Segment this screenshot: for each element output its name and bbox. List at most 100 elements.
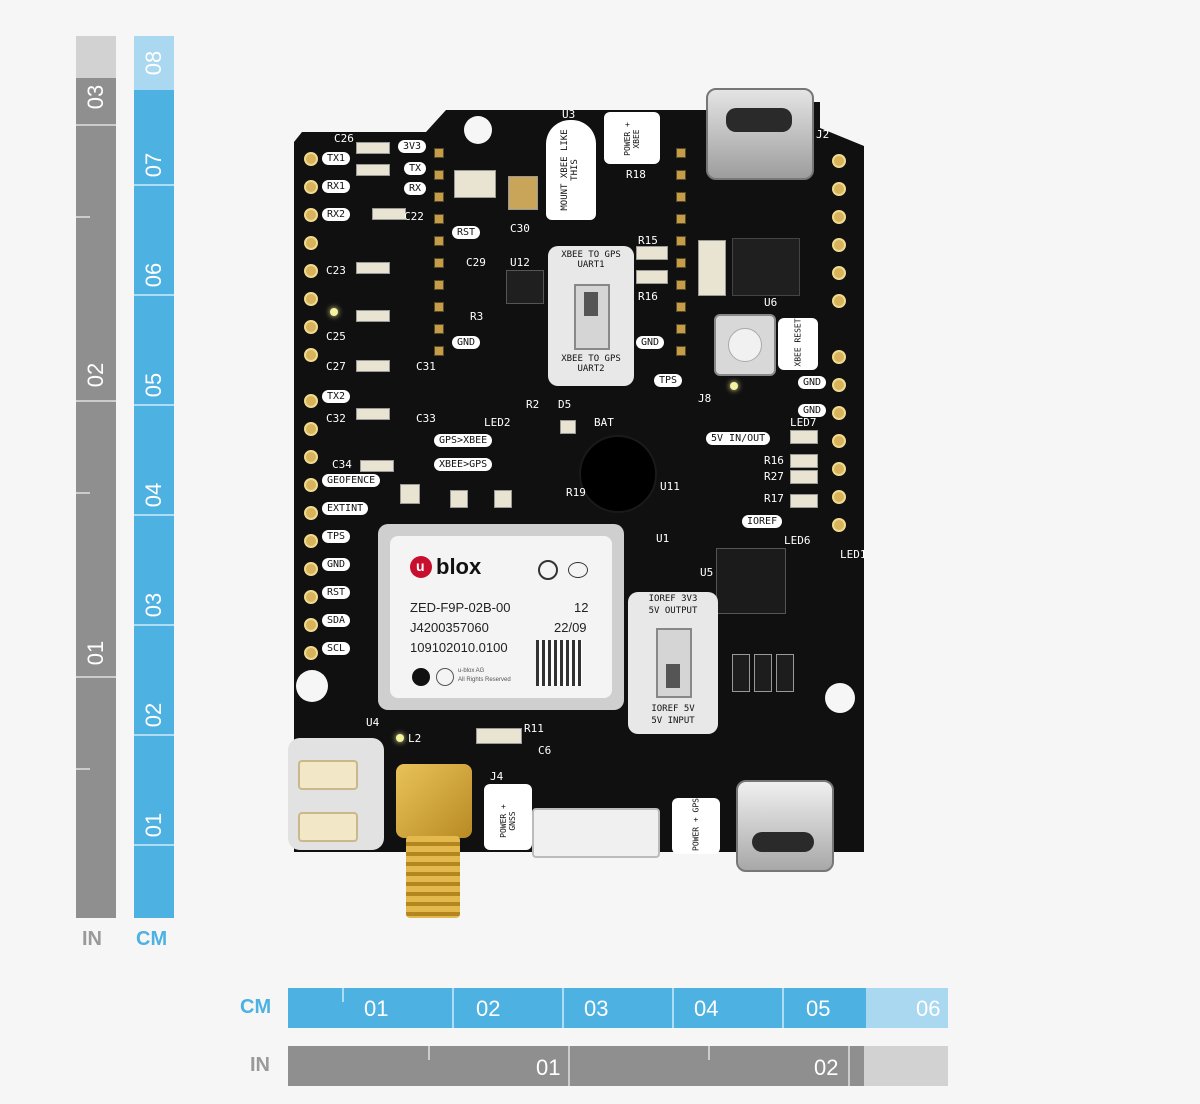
designator-led2: LED2: [484, 416, 511, 429]
designator-u3: U3: [562, 108, 576, 121]
in-label-02: 02: [83, 362, 108, 388]
designator-c23: C23: [326, 264, 346, 277]
designator-r18: R18: [626, 168, 646, 181]
cm-label-01: 01: [141, 812, 166, 838]
designator-u4: U4: [366, 716, 380, 729]
designator-j8: J8: [698, 392, 712, 405]
datamatrix-icon: [536, 640, 582, 686]
xbee-reset-button[interactable]: [714, 314, 776, 376]
cm-label-05: 05: [141, 372, 166, 398]
designator-r27: R27: [764, 470, 784, 483]
label-gnd-xbee-2: GND: [636, 336, 665, 349]
sma-connector-barrel[interactable]: [406, 836, 460, 918]
power-gnss-note: POWER + GNSS: [484, 784, 532, 850]
xbee-reset-label: XBEE RESET: [778, 318, 818, 370]
label-rst-xbee: RST: [452, 226, 481, 239]
qwiic-connector-2[interactable]: [298, 812, 358, 842]
designator-r16: R16: [638, 290, 658, 303]
status-led-3: [396, 734, 404, 742]
ublox-brand: blox: [436, 554, 482, 579]
uart-select-switch[interactable]: [574, 284, 610, 350]
designator-c32: C32: [326, 412, 346, 425]
designator-r15: R15: [638, 234, 658, 247]
sma-connector-base[interactable]: [396, 764, 472, 838]
designator-bat: BAT: [594, 416, 614, 429]
status-led-1: [330, 308, 338, 316]
designator-j4: J4: [490, 770, 504, 783]
designator-r11: R11: [524, 722, 544, 735]
qwiic-connector-1[interactable]: [298, 760, 358, 790]
designator-j2: J2: [816, 128, 830, 141]
designator-c6: C6: [538, 744, 552, 757]
usb-c-connector-bottom[interactable]: [736, 780, 834, 872]
label-gnd-xbee: GND: [452, 336, 481, 349]
hcm-label-04: 04: [694, 996, 719, 1021]
designator-u11: U11: [660, 480, 680, 493]
designator-r17: R17: [764, 492, 784, 505]
label-tx1: TX1: [322, 152, 351, 165]
label-extint: EXTINT: [322, 502, 369, 515]
hcm-label-02: 02: [476, 996, 501, 1021]
label-rx1: RX1: [322, 180, 351, 193]
designator-c30: C30: [510, 222, 530, 235]
uart-switch-area: XBEE TO GPS UART1 XBEE TO GPS UART2: [548, 246, 634, 386]
usb-c-connector-top[interactable]: [706, 88, 814, 180]
horizontal-cm-unit: CM: [240, 996, 272, 1018]
label-gnd-right-1: GND: [798, 376, 827, 389]
hcm-label-06: 06: [916, 996, 941, 1021]
ce-mark-icon: [538, 560, 558, 580]
horizontal-inch-unit: IN: [250, 1054, 270, 1076]
ioref-switch-area: IOREF 3V3 5V OUTPUT IOREF 5V 5V INPUT: [628, 592, 718, 734]
mount-xbee-note: MOUNT XBEE LIKE THIS: [546, 120, 596, 220]
designator-r16-right: R16: [764, 454, 784, 467]
hin-label-01: 01: [536, 1055, 561, 1080]
cm-label-08: 08: [141, 50, 166, 76]
in-label-01: 01: [83, 640, 108, 666]
hcm-label-03: 03: [584, 996, 609, 1021]
module-model: ZED-F9P-02B-00: [410, 600, 511, 615]
label-gps-xbee: GPS>XBEE: [434, 434, 493, 447]
designator-c31: C31: [416, 360, 436, 373]
label-5v-in-out: 5V IN/OUT: [706, 432, 771, 445]
in-label-03: 03: [83, 84, 108, 110]
cm-label-02: 02: [141, 702, 166, 728]
designator-u12: U12: [510, 256, 530, 269]
designator-r2: R2: [526, 398, 540, 411]
module-serial: J4200357060: [410, 620, 489, 635]
designator-d5: D5: [558, 398, 572, 411]
designator-led6: LED6: [784, 534, 811, 547]
label-scl: SCL: [322, 642, 351, 655]
label-rst: RST: [322, 586, 351, 599]
designator-u5: U5: [700, 566, 714, 579]
module-model-suffix: 12: [574, 600, 589, 615]
label-tx2: TX2: [322, 390, 351, 403]
label-gnd-right-2: GND: [798, 404, 827, 417]
module-footer-1: u-blox AG: [458, 668, 485, 674]
ioref-select-switch[interactable]: [656, 628, 692, 698]
designator-c27: C27: [326, 360, 346, 373]
label-ioref: IOREF: [742, 515, 783, 528]
ic-u6: [732, 238, 800, 296]
designator-c22: C22: [404, 210, 424, 223]
label-tx: TX: [404, 162, 427, 175]
horizontal-cm-ruler: 01 02 03 04 05 06: [288, 988, 948, 1028]
designator-c33: C33: [416, 412, 436, 425]
jst-connector[interactable]: [532, 808, 660, 858]
label-rx2: RX2: [322, 208, 351, 221]
cm-label-03: 03: [141, 592, 166, 618]
designator-c25: C25: [326, 330, 346, 343]
designator-led7: LED7: [790, 416, 817, 429]
designator-c26: C26: [334, 132, 354, 145]
ic-u12: [506, 270, 544, 304]
hin-label-02: 02: [814, 1055, 839, 1080]
cm-label-07: 07: [141, 152, 166, 178]
label-rx: RX: [404, 182, 427, 195]
designator-c34: C34: [332, 458, 352, 471]
power-xbee-note: POWER + XBEE: [604, 112, 660, 164]
module-footer-2: All Rights Reserved: [458, 677, 511, 683]
label-tps-jumper: TPS: [654, 374, 683, 387]
cm-label-06: 06: [141, 262, 166, 288]
ic-u5: [716, 548, 786, 614]
label-geofence: GEOFENCE: [322, 474, 381, 487]
designator-u1: U1: [656, 532, 670, 545]
